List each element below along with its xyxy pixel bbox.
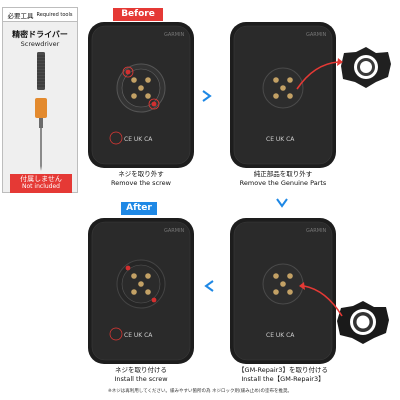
device-back-step4: GARMIN CE UK CA	[88, 218, 194, 364]
ce-mark-step4: CE UK CA	[124, 332, 153, 339]
device-back-step3: GARMIN CE UK CA	[230, 218, 336, 364]
brand-logo-step2: GARMIN	[306, 32, 327, 38]
step2-caption-en: Remove the Genuine Parts	[239, 179, 327, 188]
step1-caption-jp: ネジを取り外す	[118, 170, 164, 178]
brand-logo-step1: GARMIN	[164, 32, 185, 38]
arrow-down-icon	[276, 198, 288, 208]
not-included-jp: 付属しません	[20, 175, 62, 183]
step4-caption-en: Install the screw	[114, 375, 168, 384]
not-included-en: Not included	[22, 183, 60, 190]
ce-mark-step3: CE UK CA	[266, 332, 295, 339]
step3-caption-en: Install the【GM-Repair3】	[241, 375, 325, 384]
brand-logo-step3: GARMIN	[306, 228, 327, 234]
required-tools-header: 必要工具 Required tools	[3, 8, 77, 22]
device-back-step2: GARMIN CE UK CA	[230, 22, 336, 168]
step1-caption-en: Remove the screw	[111, 179, 171, 188]
ce-mark-step1: CE UK CA	[124, 136, 153, 143]
not-included-badge: 付属しません Not included	[10, 174, 72, 193]
genuine-mount-part-icon	[341, 47, 391, 88]
pointer-arrow-step2	[296, 58, 343, 90]
after-badge: After	[121, 202, 157, 215]
required-tools-panel: 必要工具 Required tools 精密ドライバー Screwdriver …	[2, 7, 78, 193]
required-tools-title-jp: 必要工具	[7, 11, 34, 20]
step4-caption: ネジを取り付ける Install the screw	[76, 366, 206, 385]
tool-name-jp: 精密ドライバー	[12, 30, 68, 39]
step2-caption-jp: 純正部品を取り外す	[253, 170, 313, 178]
before-badge: Before	[113, 8, 163, 21]
arrow-right-icon	[202, 90, 212, 102]
step3-caption: 【GM-Repair3】を取り付ける Install the【GM-Repair…	[218, 366, 348, 385]
pointer-arrow-step3	[299, 282, 343, 317]
ce-mark-step2: CE UK CA	[266, 136, 295, 143]
required-tools-title-en: Required tools	[36, 11, 73, 18]
gm-repair3-part-icon	[337, 301, 389, 344]
step4-caption-jp: ネジを取り付ける	[115, 366, 167, 374]
brand-logo-step4: GARMIN	[164, 228, 185, 234]
footnote: ※ネジは再利用してください。緩みやすい箇所の為 ネジロック剤(緩み止め)の塗布を…	[108, 389, 292, 394]
step1-caption: ネジを取り外す Remove the screw	[76, 170, 206, 189]
screwdriver-icon	[35, 52, 47, 171]
tool-name-en: Screwdriver	[20, 40, 60, 48]
step2-caption: 純正部品を取り外す Remove the Genuine Parts	[218, 170, 348, 189]
device-back-step1: GARMIN CE UK CA	[88, 22, 194, 168]
step3-caption-jp: 【GM-Repair3】を取り付ける	[238, 366, 328, 374]
arrow-left-icon	[204, 280, 214, 292]
